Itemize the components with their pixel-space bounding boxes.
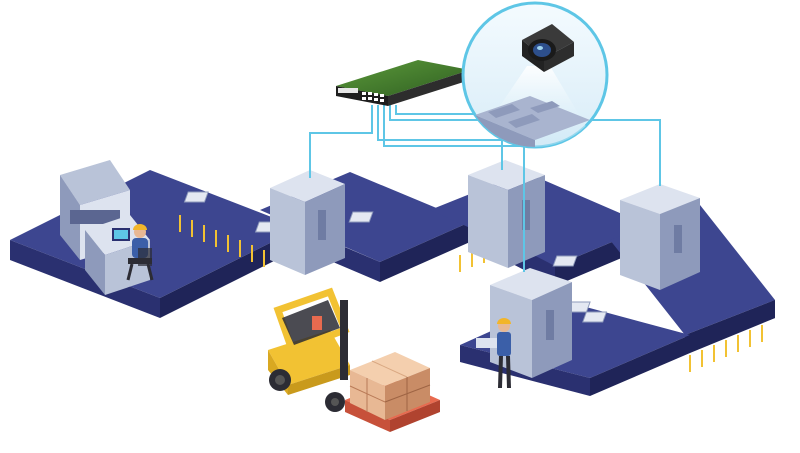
worker-icon bbox=[476, 318, 511, 389]
switch-ports bbox=[362, 92, 384, 102]
camera-icon bbox=[522, 24, 574, 72]
inspection-station-2 bbox=[468, 160, 545, 268]
camera-zoom-view bbox=[461, 1, 609, 149]
inspection-station-1 bbox=[270, 170, 345, 275]
worker-icon bbox=[126, 224, 154, 281]
cargo-boxes-icon bbox=[345, 352, 440, 432]
conveyor-segment-left bbox=[10, 170, 300, 318]
forklift-icon bbox=[268, 287, 350, 412]
monitor-icon bbox=[112, 228, 130, 241]
network-cables bbox=[309, 105, 661, 272]
inspection-station-icon bbox=[270, 160, 700, 378]
network-switch-icon bbox=[336, 60, 470, 106]
inspection-station-3 bbox=[620, 184, 700, 290]
